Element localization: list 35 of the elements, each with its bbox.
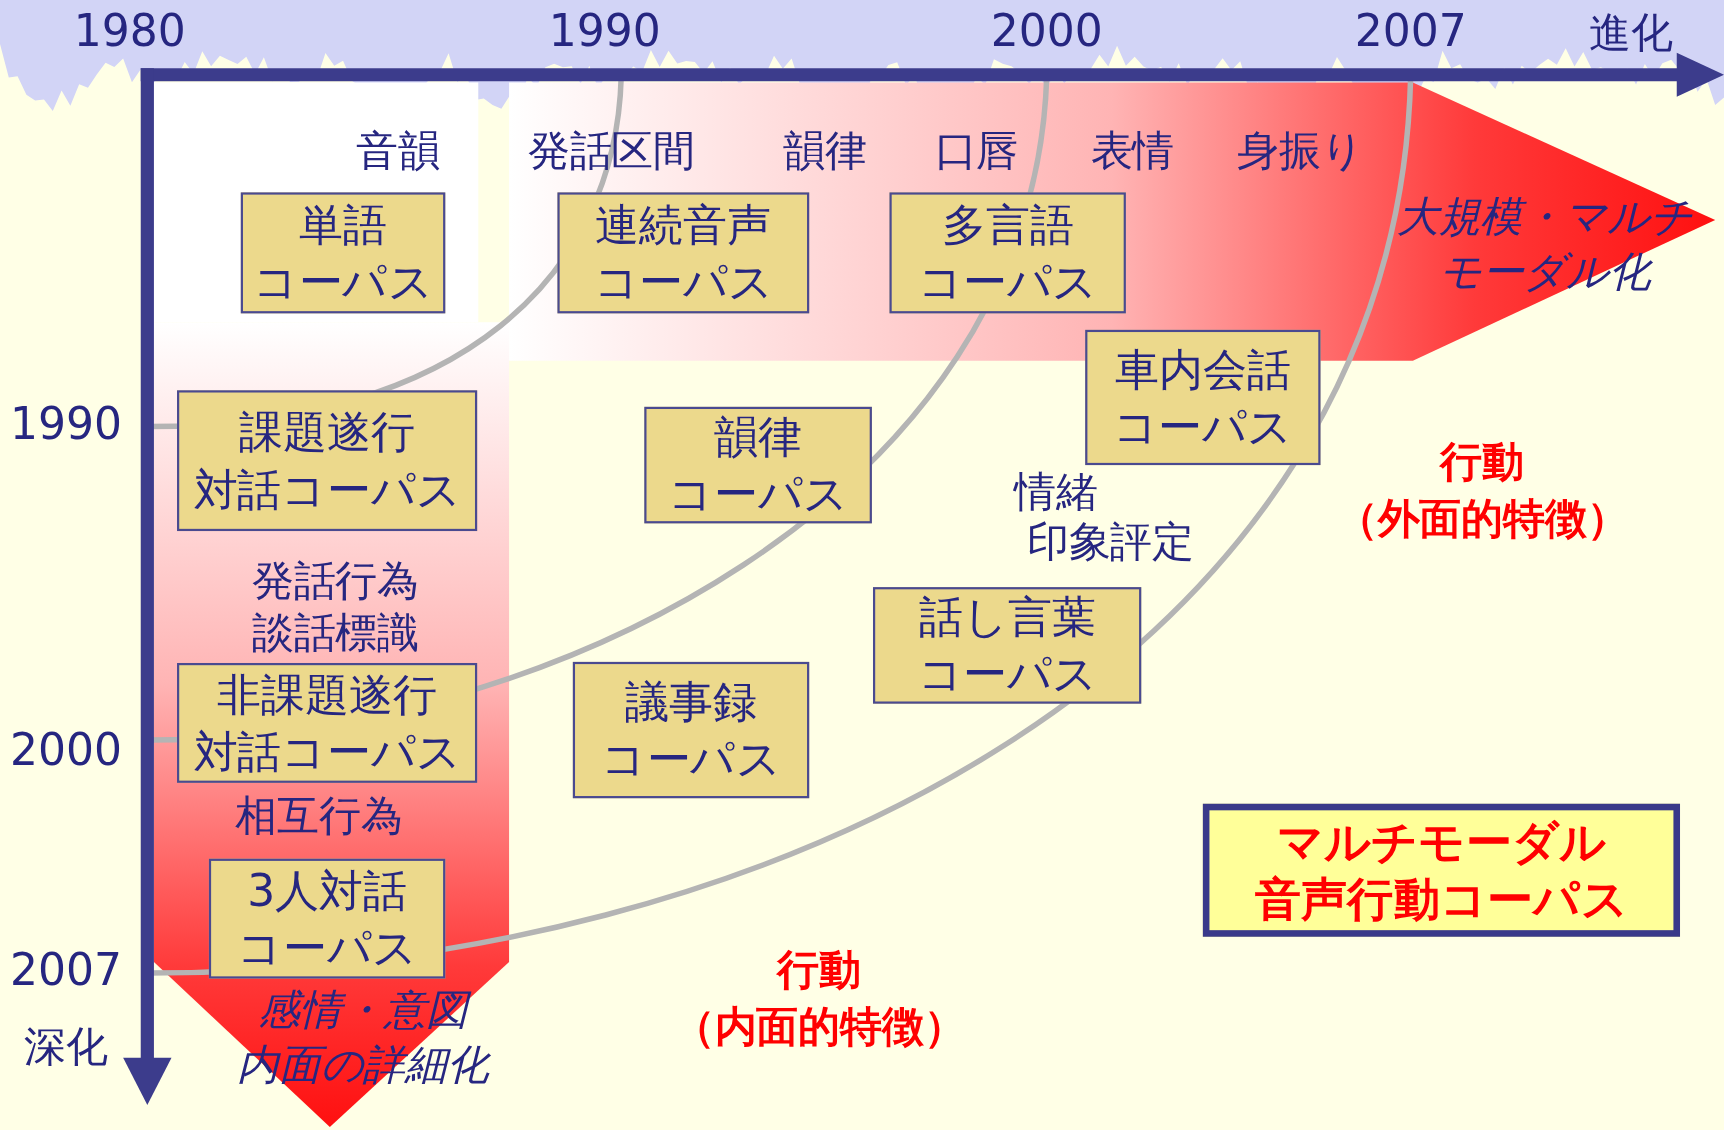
corpus-box: 3人対話コーパス bbox=[208, 858, 446, 979]
corpus-box: 車内会話コーパス bbox=[1085, 329, 1321, 466]
year-label: 2000 bbox=[990, 5, 1103, 57]
feature-label: 発話区間 bbox=[527, 125, 695, 176]
year-label: 2000 bbox=[10, 724, 122, 776]
corpus-box: 非課題遂行対話コーパス bbox=[177, 663, 478, 783]
axis-label: 深化 bbox=[24, 1021, 108, 1072]
axis-label: 進化 bbox=[1588, 7, 1673, 59]
category-label: 行動 bbox=[777, 944, 861, 996]
feature-label: 発話行為 bbox=[251, 555, 419, 606]
feature-label: 音韻 bbox=[356, 125, 440, 176]
category-label: 行動 bbox=[1440, 436, 1524, 488]
corpus-box: 多言語コーパス bbox=[889, 192, 1126, 314]
feature-label: 情緒 bbox=[1013, 466, 1098, 517]
category-label: （外面的特徴） bbox=[1335, 493, 1629, 545]
feature-label: 表情 bbox=[1090, 125, 1175, 176]
feature-label: 韻律 bbox=[782, 125, 867, 176]
feature-label: 身振り bbox=[1237, 125, 1364, 176]
feature-label: 談話標識 bbox=[251, 607, 419, 658]
corpus-box: 課題遂行対話コーパス bbox=[177, 390, 478, 532]
year-label: 1990 bbox=[10, 398, 122, 449]
feature-label: 印象評定 bbox=[1026, 516, 1195, 568]
feature-label: 相互行為 bbox=[235, 790, 403, 842]
year-label: 1990 bbox=[548, 5, 661, 57]
category-label: （内面的特徴） bbox=[672, 1001, 966, 1053]
feature-label: 口唇 bbox=[934, 125, 1019, 176]
corpus-box: 韻律コーパス bbox=[644, 406, 872, 524]
year-label: 2007 bbox=[10, 944, 122, 996]
title-box: マルチモーダル音声行動コーパス bbox=[1202, 803, 1680, 937]
corpus-box: 連続音声コーパス bbox=[557, 192, 810, 314]
corpus-box: 話し言葉コーパス bbox=[873, 587, 1142, 704]
corpus-box: 単語コーパス bbox=[240, 192, 446, 314]
year-label: 2007 bbox=[1354, 5, 1467, 57]
corpus-box: 議事録コーパス bbox=[572, 661, 810, 799]
year-label: 1980 bbox=[73, 5, 186, 57]
